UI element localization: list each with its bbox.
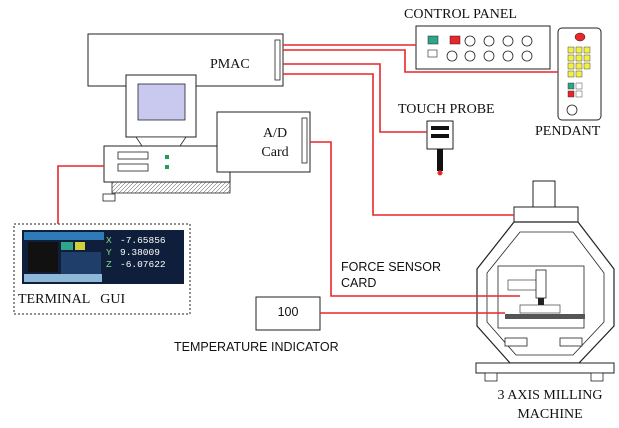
machine-label-line1: 3 AXIS MILLING [497, 388, 603, 403]
force-sensor-label-line2: CARD [341, 276, 377, 290]
pendant [557, 27, 602, 121]
temperature-value: 100 [277, 305, 299, 319]
readout-value: 9.38009 [120, 247, 160, 258]
terminal-readout: X -7.65856 Y 9.38009 Z -6.07622 [106, 235, 186, 271]
ad-card-box [216, 111, 311, 173]
control-panel-label: CONTROL PANEL [404, 7, 517, 22]
readout-axis: X [106, 235, 112, 246]
terminal-gui [13, 223, 191, 315]
force-sensor-label-line1: FORCE SENSOR [341, 260, 442, 274]
readout-row-z: Z -6.07622 [106, 259, 186, 271]
readout-axis: Y [106, 247, 112, 258]
milling-machine [475, 180, 615, 382]
monitor-screen [137, 83, 186, 121]
ad-card-label-line1: A/D [262, 126, 288, 141]
cable-pmac-touch-probe [283, 63, 427, 133]
readout-row-x: X -7.65856 [106, 235, 186, 247]
touch-probe [426, 120, 454, 176]
control-panel [415, 25, 551, 70]
touch-probe-label: TOUCH PROBE [398, 102, 495, 117]
readout-row-y: Y 9.38009 [106, 247, 186, 259]
cable-pmac-pendant [283, 49, 558, 73]
pendant-label: PENDANT [535, 124, 601, 139]
temperature-indicator-box [255, 296, 321, 331]
cable-pmac-machine [283, 73, 514, 216]
cable-connections [57, 44, 558, 314]
temperature-indicator-label: TEMPERATURE INDICATOR [174, 340, 339, 354]
readout-value: -6.07622 [120, 259, 166, 270]
keyboard [111, 181, 231, 194]
cable-ad-force-sensor [310, 141, 520, 297]
computer [102, 74, 231, 202]
cable-computer-terminal [57, 165, 104, 224]
pmac-label: PMAC [210, 57, 250, 72]
readout-axis: Z [106, 259, 112, 270]
terminal-gui-label: TERMINAL GUI [18, 292, 126, 307]
machine-label-line2: MACHINE [517, 407, 583, 422]
ad-card-label-line2: Card [261, 145, 289, 160]
readout-value: -7.65856 [120, 235, 166, 246]
